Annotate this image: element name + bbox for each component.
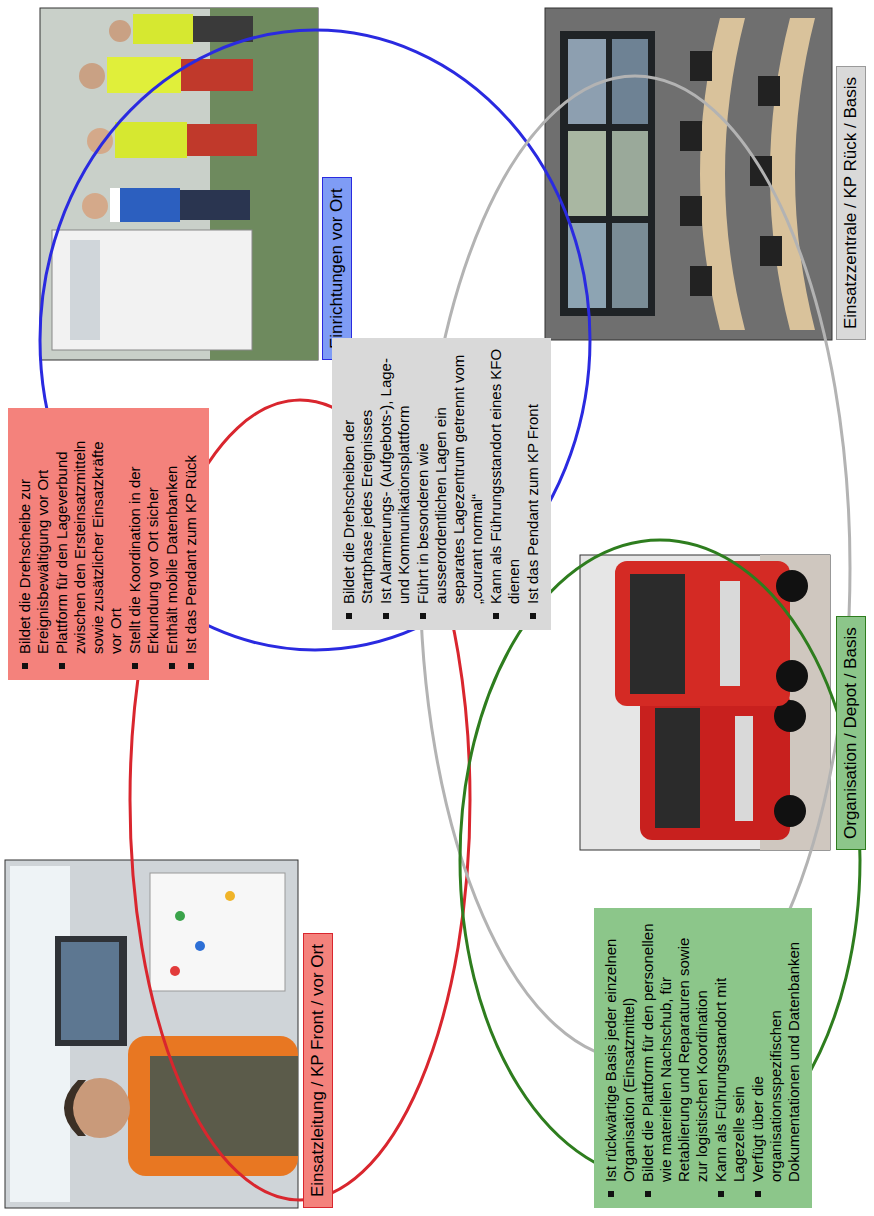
bullet-item: Plattform für den Lageverbund zwischen d… <box>53 418 125 672</box>
bullet-item: Stellt die Koordination in der Erkundung… <box>126 418 162 672</box>
bullet-item: Bildet die Drehscheiben der Startphase j… <box>340 348 376 622</box>
bullet-item: Ist das Pendant zum KP Rück <box>182 418 200 672</box>
bullet-item: Ist Alarmierungs- (Aufgebots-), Lage- un… <box>377 348 413 622</box>
label-bar: Organisation / Depot / Basis <box>836 616 866 850</box>
bullet-item: Verfügt über die organisationsspezifisch… <box>749 918 803 1200</box>
label-text: Einsatzleitung / KP Front / vor Ort <box>308 944 328 1197</box>
bullet-item: Kann als Führungsstandort mit Lagezelle … <box>712 918 748 1200</box>
command-post-photo <box>5 860 298 1208</box>
label-text: Organisation / Depot / Basis <box>841 627 861 839</box>
depot-photo <box>580 555 830 850</box>
bullet-item: Ist rückwärtige Basis jeder einzelnen Or… <box>602 918 638 1200</box>
bullet-item: Kann als Führungsstandort eines KFO dien… <box>487 348 523 622</box>
bullet-box: Bildet die Drehscheibe zur Ereignisbewäl… <box>8 408 209 680</box>
label-bar: Einsatzleitung / KP Front / vor Ort <box>303 933 333 1208</box>
bullet-box: Ist rückwärtige Basis jeder einzelnen Or… <box>594 908 812 1208</box>
bullet-item: Bildet die Plattform für den personellen… <box>639 918 711 1200</box>
label-bar: Einrichtungen vor Ort <box>322 177 352 360</box>
bullet-item: Führt in besonderen wie ausserordentlich… <box>414 348 486 622</box>
control-room-photo <box>545 8 832 340</box>
label-text: Einsatzzentrale / KP Rück / Basis <box>841 77 861 329</box>
bullet-item: Bildet die Drehscheibe zur Ereignisbewäl… <box>16 418 52 672</box>
label-bar: Einsatzzentrale / KP Rück / Basis <box>836 66 866 340</box>
bullet-item: Ist das Pendant zum KP Front <box>524 348 542 622</box>
bullet-item: Enthält mobile Datenbanken <box>163 418 181 672</box>
bullet-box: Bildet die Drehscheiben der Startphase j… <box>332 338 551 630</box>
onsite-photo <box>40 8 318 360</box>
label-text: Einrichtungen vor Ort <box>327 188 347 349</box>
